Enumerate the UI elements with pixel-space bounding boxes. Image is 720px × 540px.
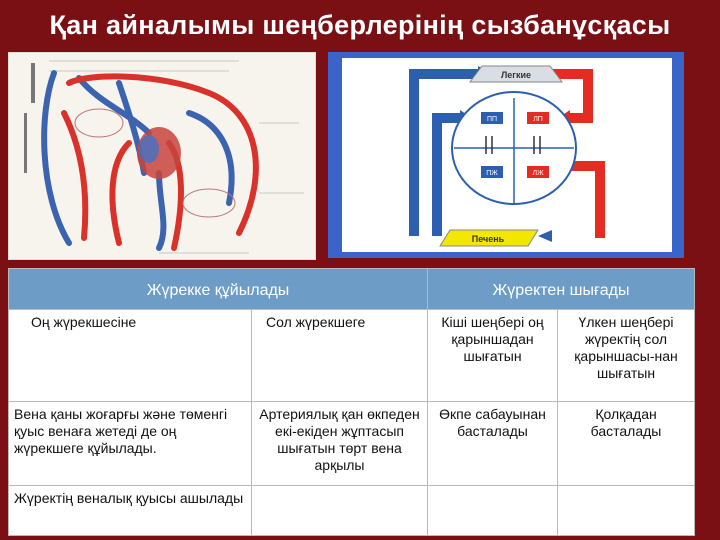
chamber-right-ventricle: [481, 166, 503, 178]
circulation-table: Жүрекке құйылады Жүректен шығады Оң жүре…: [7, 268, 696, 536]
header-flows-into-heart: Жүрекке құйылады: [7, 268, 429, 310]
circulation-anatomy-image: [8, 52, 316, 260]
cell-r3-c1: Жүректің веналық қуысы ашылады: [8, 485, 252, 536]
chamber-label-lp: ЛП: [533, 116, 543, 123]
table-row: Жүректің веналық қуысы ашылады: [8, 485, 696, 536]
slide-title: Қан айналымы шеңберлерінің сызбанұсқасы: [49, 10, 671, 40]
chamber-label-pp: ПП: [487, 116, 497, 123]
table-row: Вена қаны жоғарғы және төменгі қуыс вена…: [8, 401, 696, 486]
cell-r3-c2: [250, 485, 429, 536]
cell-r1-c2: Сол жүрекшеге: [250, 309, 429, 402]
arterial-path-lower: [562, 161, 605, 238]
lungs-label: Легкие: [501, 70, 531, 80]
cell-r2-c2: Артериялық қан өкпеден екі-екіден жұптас…: [250, 401, 429, 486]
table-row: Оң жүрекшесіне Сол жүрекшеге Кіші шеңбер…: [8, 309, 696, 402]
schema-svg: Легкие ПП ЛП ПЖ ЛЖ Печень: [409, 65, 605, 247]
cell-r1-c4: Үлкен шеңбері жүректің сол қарыншасы-нан…: [557, 309, 696, 402]
cell-r3-c3: [427, 485, 559, 536]
chamber-left-ventricle: [527, 166, 549, 178]
cell-r2-c1: Вена қаны жоғарғы және төменгі қуыс вена…: [8, 401, 252, 486]
cell-r1-c3: Кіші шеңбері оң қарыншадан шығатын: [427, 309, 559, 402]
header-flows-out-of-heart: Жүректен шығады: [427, 268, 696, 310]
vessel-illustration: [24, 60, 304, 254]
schema-panel: Легкие ПП ЛП ПЖ ЛЖ Печень: [342, 58, 672, 252]
chamber-label-lzh: ЛЖ: [532, 170, 544, 177]
cell-r3-c4: [557, 485, 696, 536]
venous-path-inner: [432, 113, 460, 236]
chamber-left-atrium: [527, 112, 549, 124]
venous-path-outer: [409, 69, 478, 236]
cell-r1-c1: Оң жүрекшесіне: [8, 309, 252, 402]
table-header-row: Жүрекке құйылады Жүректен шығады: [7, 268, 696, 310]
liver-box: [439, 229, 539, 247]
arterial-path-outer: [538, 69, 593, 123]
cell-r2-c4: Қолқадан басталады: [557, 401, 696, 486]
lungs-box: [469, 65, 563, 83]
cell-r2-c3: Өкпе сабауынан басталады: [427, 401, 559, 486]
liver-label: Печень: [472, 234, 505, 244]
chamber-label-pzh: ПЖ: [486, 170, 498, 177]
chamber-right-atrium: [481, 112, 503, 124]
circulation-schema-image: Легкие ПП ЛП ПЖ ЛЖ Печень: [328, 52, 684, 258]
